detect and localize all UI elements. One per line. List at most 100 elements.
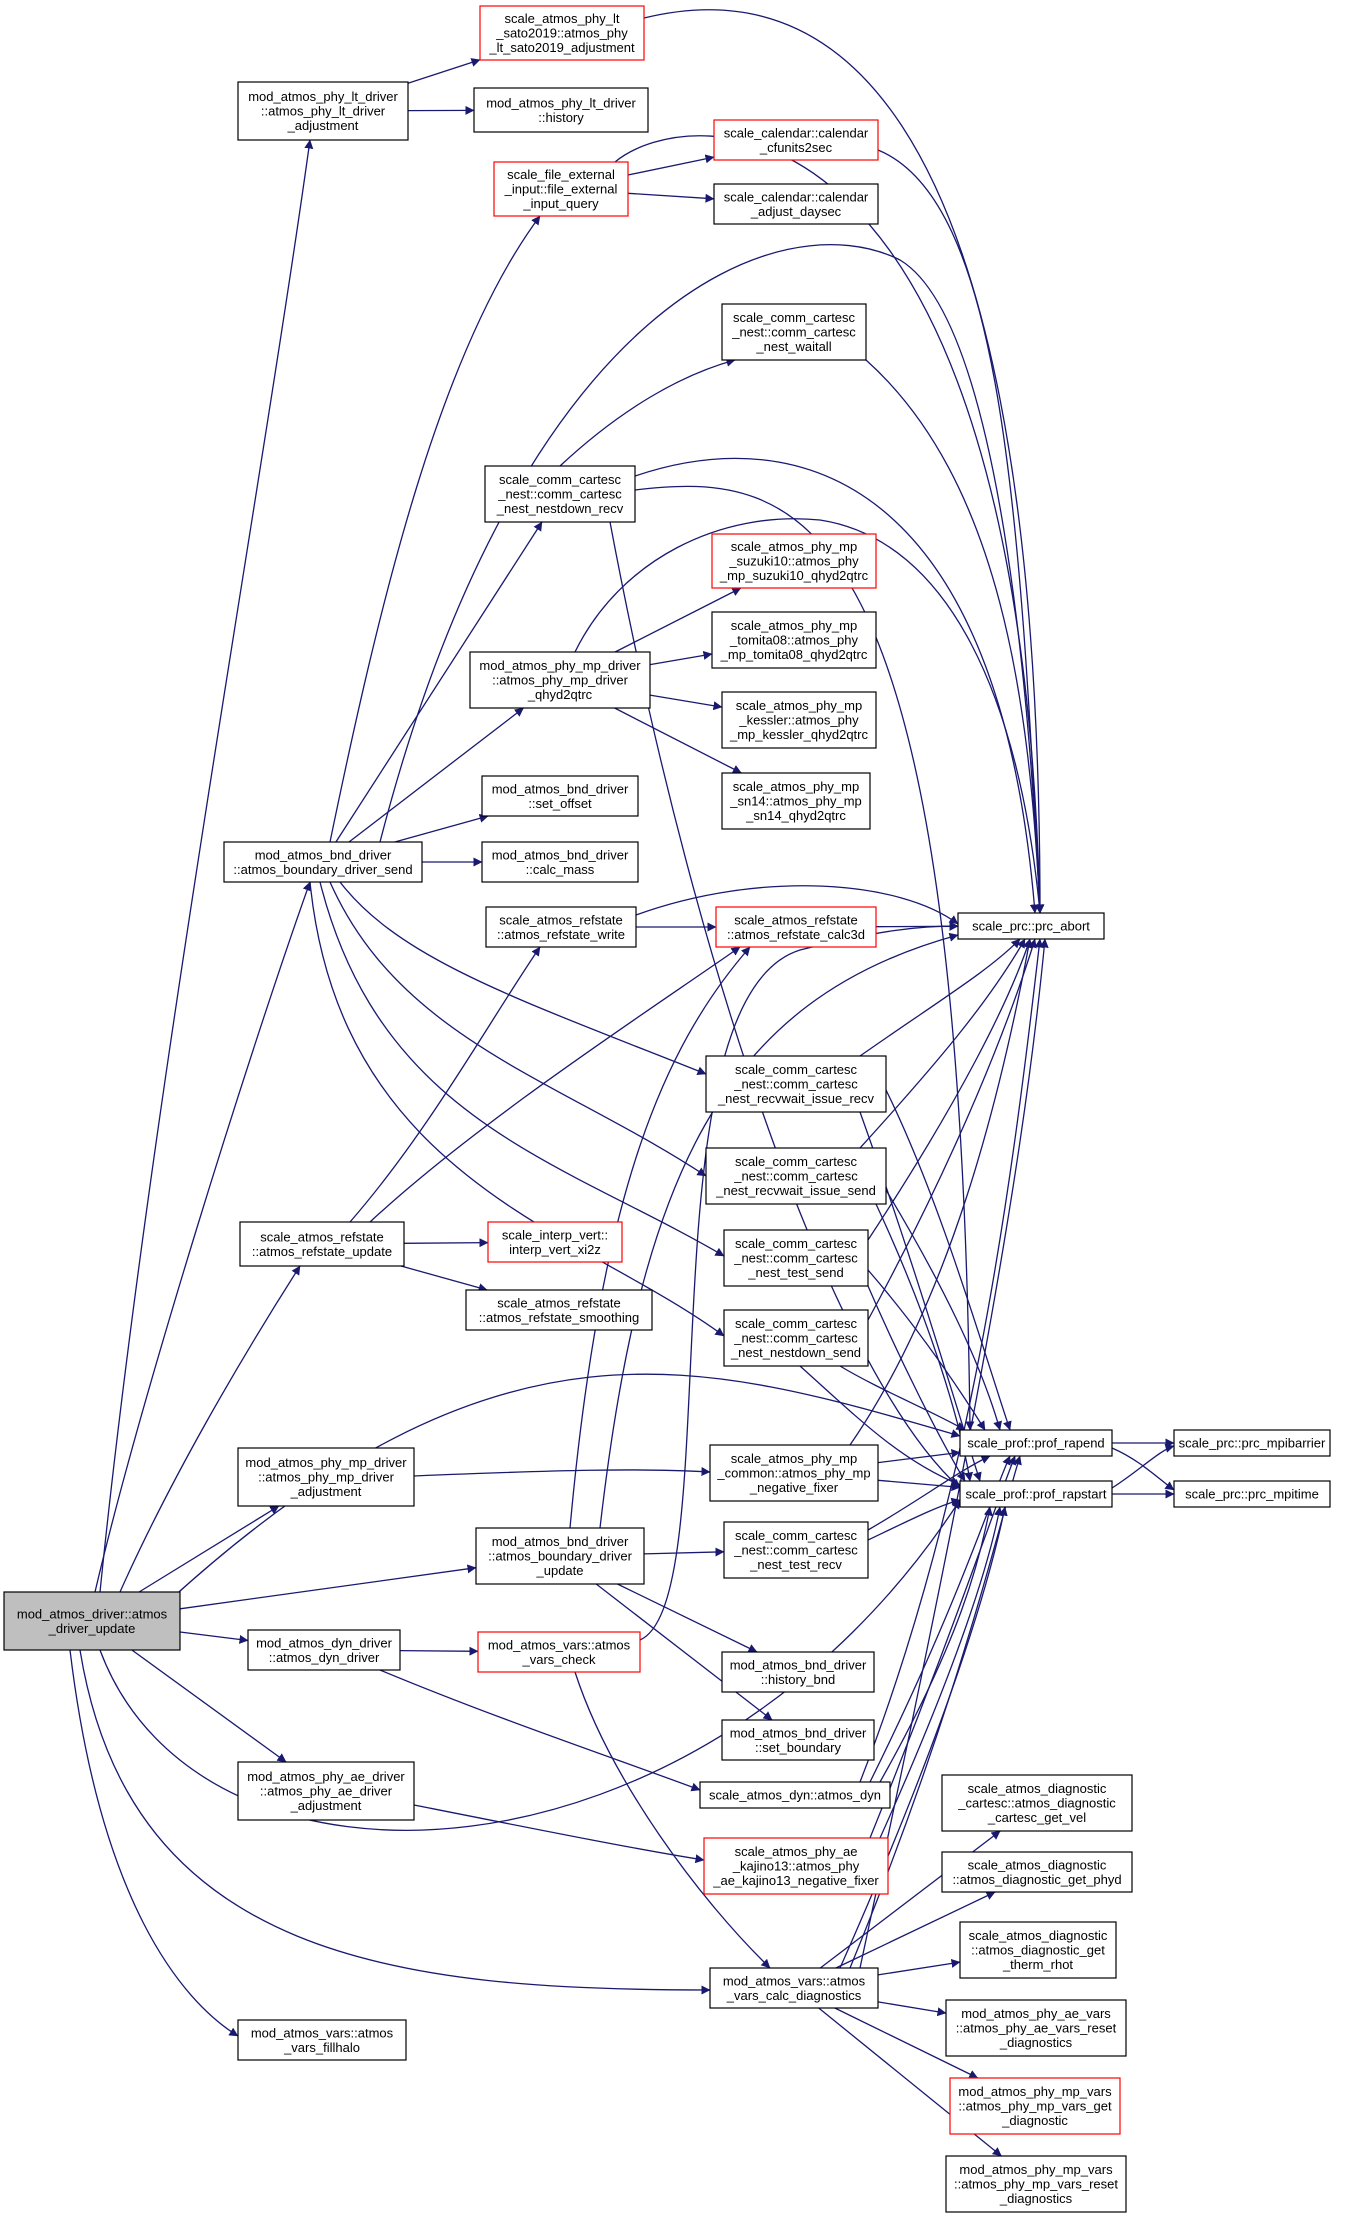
node-ref-write[interactable]: scale_atmos_refstate::atmos_refstate_wri… <box>485 906 637 948</box>
node-dyn-driver[interactable]: mod_atmos_dyn_driver::atmos_dyn_driver <box>247 1629 401 1671</box>
node-mp-tomita[interactable]: scale_atmos_phy_mp_tomita08::atmos_phy_m… <box>711 611 877 669</box>
node-mp-suzuki[interactable]: scale_atmos_phy_mp_suzuki10::atmos_phy_m… <box>711 533 877 589</box>
edge-nest-rw-send-to-rapstart <box>875 1203 974 1482</box>
edge-rapstart-to-mpibarrier <box>1111 1444 1175 1489</box>
node-calc-diag[interactable]: mod_atmos_vars::atmos_vars_calc_diagnost… <box>709 1967 879 2009</box>
node-label-line: ::atmos_refstate_calc3d <box>727 927 865 942</box>
edge-mp-qhyd-to-prc-abort <box>574 518 1044 914</box>
node-nest-rw-send[interactable]: scale_comm_cartesc_nest::comm_cartesc_ne… <box>705 1147 887 1205</box>
node-box <box>945 2155 1127 2213</box>
node-cal-cf[interactable]: scale_calendar::calendar_cfunits2sec <box>713 119 879 161</box>
node-label-line: _nest_test_recv <box>749 1557 842 1572</box>
edge-nest-nd-recv-to-rapend <box>634 485 975 1431</box>
node-mp-negfix[interactable]: scale_atmos_phy_mp_common::atmos_phy_mp_… <box>709 1444 879 1502</box>
node-label-line: _suzuki10::atmos_phy <box>728 554 859 569</box>
node-ae-adj[interactable]: mod_atmos_phy_ae_driver::atmos_phy_ae_dr… <box>237 1761 415 1821</box>
node-label-line: mod_atmos_driver::atmos <box>17 1606 168 1621</box>
node-box <box>941 1774 1133 1832</box>
node-ref-update[interactable]: scale_atmos_refstate::atmos_refstate_upd… <box>239 1221 405 1267</box>
node-label-line: mod_atmos_bnd_driver <box>730 1725 867 1740</box>
node-mp-sn14[interactable]: scale_atmos_phy_mp_sn14::atmos_phy_mp_sn… <box>721 772 871 830</box>
node-mp-adj[interactable]: mod_atmos_phy_mp_driver::atmos_phy_mp_dr… <box>237 1447 415 1507</box>
node-diag-vel[interactable]: scale_atmos_diagnostic_cartesc::atmos_di… <box>941 1774 1133 1832</box>
node-prc-abort[interactable]: scale_prc::prc_abort <box>957 912 1105 940</box>
edge-dyn-to-rapend <box>869 1455 1011 1783</box>
node-label-line: scale_comm_cartesc <box>735 1528 858 1543</box>
node-file-ext[interactable]: scale_file_external_input::file_external… <box>493 161 629 217</box>
node-bnd-calc-mass[interactable]: mod_atmos_bnd_driver::calc_mass <box>481 841 639 883</box>
node-diag-phyd[interactable]: scale_atmos_diagnostic::atmos_diagnostic… <box>941 1851 1133 1893</box>
node-label-line: _mp_suzuki10_qhyd2qtrc <box>719 568 869 583</box>
node-label-line: scale_file_external <box>507 167 615 182</box>
edge-bnd-update-to-nest-test-recv <box>643 1547 725 1557</box>
node-box <box>699 1781 891 1809</box>
node-nest-nd-recv[interactable]: scale_comm_cartesc_nest::comm_cartesc_ne… <box>484 465 636 523</box>
node-label-line: interp_vert_xi2z <box>509 1242 601 1257</box>
node-lt-hist[interactable]: mod_atmos_phy_lt_driver::history <box>473 87 649 133</box>
node-box <box>469 651 651 709</box>
edge-cal-cf-to-prc-abort <box>877 149 1045 914</box>
node-vars-check[interactable]: mod_atmos_vars::atmos_vars_check <box>477 1631 641 1673</box>
node-interp[interactable]: scale_interp_vert::interp_vert_xi2z <box>487 1221 623 1263</box>
node-bnd-hist[interactable]: mod_atmos_bnd_driver::history_bnd <box>721 1651 875 1693</box>
node-mp-kessler[interactable]: scale_atmos_phy_mp_kessler::atmos_phy_mp… <box>721 691 877 749</box>
node-bnd-update[interactable]: mod_atmos_bnd_driver::atmos_boundary_dri… <box>475 1527 645 1585</box>
edge-mp-qhyd-to-mp-tomita <box>649 651 713 666</box>
node-nest-nd-send[interactable]: scale_comm_cartesc_nest::comm_cartesc_ne… <box>723 1309 869 1367</box>
node-mp-vars-get[interactable]: mod_atmos_phy_mp_vars::atmos_phy_mp_vars… <box>949 2077 1121 2135</box>
node-label-line: scale_atmos_refstate <box>260 1229 384 1244</box>
node-box <box>1173 1480 1331 1508</box>
node-mpitime[interactable]: scale_prc::prc_mpitime <box>1173 1480 1331 1508</box>
node-label-line: _adjustment <box>290 1484 362 1499</box>
node-nest-rw-recv[interactable]: scale_comm_cartesc_nest::comm_cartesc_ne… <box>705 1055 887 1113</box>
node-ref-smooth[interactable]: scale_atmos_refstate::atmos_refstate_smo… <box>465 1289 653 1331</box>
node-mpibarrier[interactable]: scale_prc::prc_mpibarrier <box>1173 1429 1331 1457</box>
node-fillhalo[interactable]: mod_atmos_vars::atmos_vars_fillhalo <box>237 2019 407 2061</box>
node-nest-test-recv[interactable]: scale_comm_cartesc_nest::comm_cartesc_ne… <box>723 1521 869 1579</box>
node-dyn[interactable]: scale_atmos_dyn::atmos_dyn <box>699 1781 891 1809</box>
node-label-line: _cfunits2sec <box>759 140 833 155</box>
node-label-line: ::history <box>538 110 584 125</box>
edge-ref-update-to-interp <box>403 1238 489 1248</box>
node-label-line: _input::file_external <box>504 182 618 197</box>
node-label-line: mod_atmos_dyn_driver <box>256 1635 393 1650</box>
node-diag-therm[interactable]: scale_atmos_diagnostic::atmos_diagnostic… <box>959 1921 1117 1979</box>
node-label-line: _driver_update <box>48 1621 136 1636</box>
node-cal-adj[interactable]: scale_calendar::calendar_adjust_daysec <box>713 183 879 225</box>
node-rapstart[interactable]: scale_prof::prof_rapstart <box>959 1480 1113 1508</box>
node-label-line: scale_prof::prof_rapend <box>967 1436 1104 1451</box>
node-lt-adj[interactable]: mod_atmos_phy_lt_driver::atmos_phy_lt_dr… <box>237 81 409 141</box>
edge-root-to-mp-adj <box>138 1505 280 1593</box>
node-box <box>237 2019 407 2061</box>
node-box <box>1173 1429 1331 1457</box>
edge-nest-nd-recv-to-rapstart <box>609 521 961 1489</box>
node-label-line: _diagnostic <box>1001 2113 1068 2128</box>
node-mp-vars-reset[interactable]: mod_atmos_phy_mp_vars::atmos_phy_mp_vars… <box>945 2155 1127 2213</box>
node-label-line: scale_atmos_diagnostic <box>968 1781 1107 1796</box>
edge-file-ext-to-cal-cf <box>627 154 715 176</box>
node-rapend[interactable]: scale_prof::prof_rapend <box>959 1429 1113 1457</box>
node-box <box>945 1999 1127 2057</box>
node-label-line: _sn14::atmos_phy_mp <box>729 794 862 809</box>
node-label-line: mod_atmos_phy_ae_driver <box>247 1769 405 1784</box>
node-nest-waitall[interactable]: scale_comm_cartesc_nest::comm_cartesc_ne… <box>721 303 867 361</box>
node-bnd-setb[interactable]: mod_atmos_bnd_driver::set_boundary <box>721 1719 875 1761</box>
node-label-line: scale_prc::prc_mpitime <box>1185 1487 1319 1502</box>
node-lt-sato[interactable]: scale_atmos_phy_lt_sato2019::atmos_phy_l… <box>479 5 645 61</box>
edge-nest-rw-recv-to-prc-abort <box>859 938 1021 1057</box>
node-ref-calc3d[interactable]: scale_atmos_refstate::atmos_refstate_cal… <box>715 906 877 948</box>
node-ae-reset[interactable]: mod_atmos_phy_ae_vars::atmos_phy_ae_vars… <box>945 1999 1127 2057</box>
node-nest-test-send[interactable]: scale_comm_cartesc_nest::comm_cartesc_ne… <box>723 1229 869 1287</box>
node-ae-kaj[interactable]: scale_atmos_phy_ae_kajino13::atmos_phy_a… <box>703 1837 889 1895</box>
edge-dyn-driver-to-dyn <box>379 1669 701 1792</box>
edge-ref-update-to-ref-smooth <box>400 1265 488 1293</box>
node-label-line: _diagnostics <box>999 2191 1073 2206</box>
node-root[interactable]: mod_atmos_driver::atmos_driver_update <box>3 1591 181 1651</box>
node-label-line: mod_atmos_bnd_driver <box>255 847 392 862</box>
node-bnd-set-offset[interactable]: mod_atmos_bnd_driver::set_offset <box>481 775 639 817</box>
node-bnd-send[interactable]: mod_atmos_bnd_driver::atmos_boundary_dri… <box>223 841 423 883</box>
node-label-line: scale_comm_cartesc <box>735 1236 858 1251</box>
edge-nest-nd-recv-to-nest-waitall <box>559 357 736 467</box>
node-mp-qhyd[interactable]: mod_atmos_phy_mp_driver::atmos_phy_mp_dr… <box>469 651 651 709</box>
